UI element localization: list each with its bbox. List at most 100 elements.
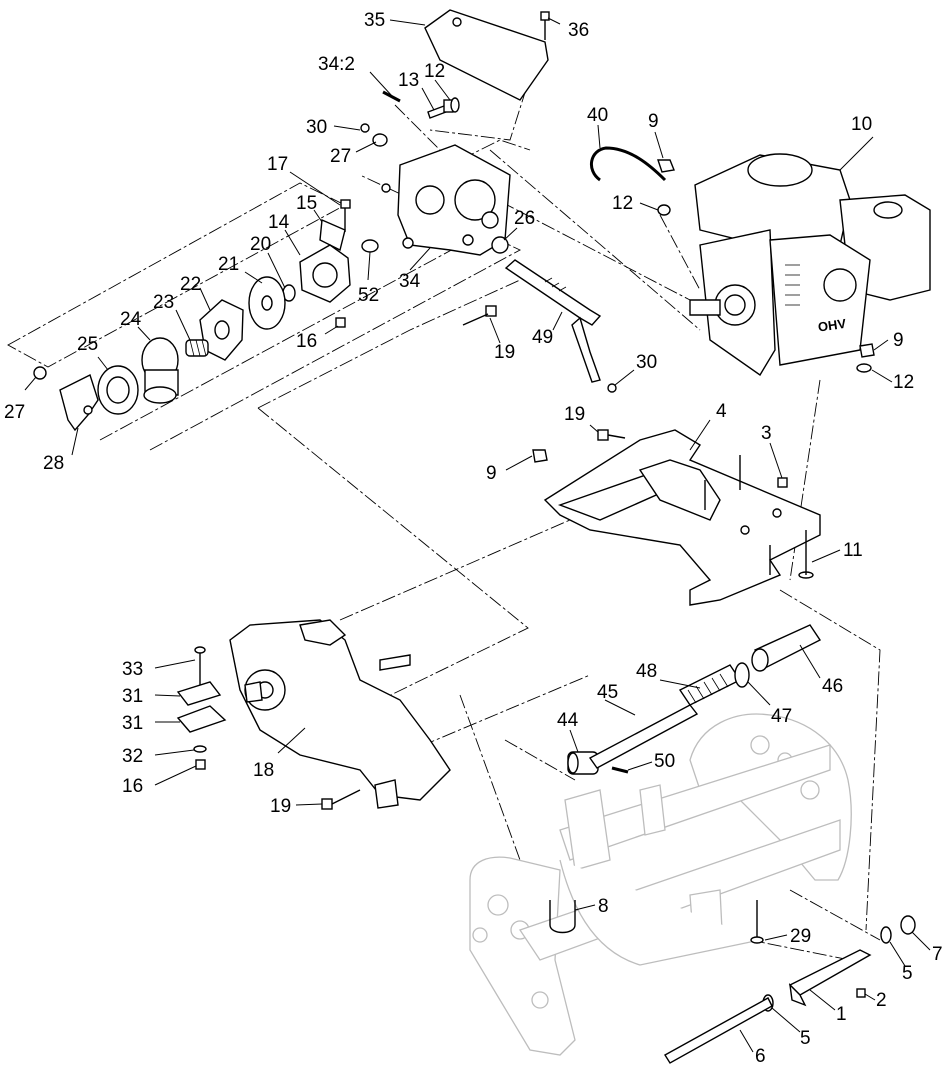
bolt-19b [597, 429, 626, 441]
bushing-27b [33, 366, 47, 380]
pin-50 [611, 766, 629, 774]
axle-rod-6 [664, 997, 773, 1064]
callout-27-top: 27 [330, 146, 351, 167]
callout-7: 7 [932, 944, 943, 965]
callout-29: 29 [790, 926, 811, 947]
callout-47: 47 [771, 706, 792, 727]
bolt-29 [750, 900, 764, 944]
bolt-11 [798, 530, 814, 579]
callout-14: 14 [268, 212, 290, 233]
callout-4: 4 [716, 401, 727, 422]
callout-33: 33 [122, 659, 143, 680]
callout-10: 10 [851, 114, 872, 135]
spring-48 [678, 664, 742, 706]
bolt-13 [427, 99, 454, 119]
callout-20: 20 [250, 234, 271, 255]
callout-19-bottom: 19 [270, 796, 291, 817]
callout-50: 50 [654, 751, 675, 772]
washer-32 [193, 745, 207, 753]
callout-12-right: 12 [893, 372, 914, 393]
nut-16b [195, 759, 206, 770]
fork-28 [59, 374, 99, 432]
bracket-31a [176, 681, 222, 706]
bushing-26 [491, 236, 509, 254]
callout-32: 32 [122, 746, 143, 767]
bolt-33 [194, 646, 206, 688]
callout-21: 21 [218, 254, 239, 275]
clutch-hub-14 [299, 244, 351, 303]
callout-11: 11 [843, 540, 863, 561]
callout-35: 35 [364, 10, 385, 31]
callout-5-right: 5 [902, 963, 913, 984]
engine-logo-text: OHV [817, 316, 847, 335]
callout-2: 2 [876, 990, 887, 1011]
engine-mount-plate [543, 429, 821, 606]
callout-1: 1 [836, 1004, 847, 1025]
pivot-15 [319, 218, 346, 252]
callout-31-top: 31 [122, 686, 143, 707]
callout-3: 3 [761, 423, 772, 444]
spring-23 [185, 339, 209, 357]
nut-9a [657, 159, 675, 173]
screw-36 [540, 11, 550, 40]
callout-16-bottom: 16 [122, 776, 143, 797]
callout-leaders [24, 17, 931, 1053]
callout-22: 22 [180, 274, 201, 295]
clip-30a [360, 123, 370, 133]
callout-34: 34 [399, 271, 421, 292]
nut-7 [900, 915, 916, 935]
bracket-31b [176, 705, 227, 733]
cover-plate [424, 9, 549, 101]
clip-30b [607, 383, 617, 393]
callout-44: 44 [557, 710, 579, 731]
callout-40: 40 [587, 105, 608, 126]
callout-26: 26 [514, 208, 535, 229]
shaft-45 [588, 704, 699, 769]
callout-23: 23 [153, 292, 174, 313]
lever-49 [504, 259, 602, 383]
pin-34 [382, 90, 401, 103]
engine-10: OHV [689, 153, 931, 377]
callout-24: 24 [120, 309, 142, 330]
nut-16a [335, 317, 346, 328]
pulley-24 [141, 337, 179, 404]
washer-5a [880, 926, 892, 944]
bearing-25 [97, 365, 139, 415]
washer-12b [657, 204, 671, 216]
callout-30-right: 30 [636, 352, 657, 373]
bolt-19a [462, 305, 497, 326]
callout-52: 52 [358, 285, 379, 306]
callout-5-bottom: 5 [800, 1028, 811, 1049]
bracket-1 [788, 949, 872, 1007]
callout-15: 15 [296, 193, 317, 214]
callout-13: 13 [398, 70, 419, 91]
callout-28: 28 [43, 453, 64, 474]
nut-2 [856, 988, 866, 998]
clutch-housing [381, 144, 511, 256]
callout-34-2: 34:2 [318, 54, 355, 75]
tube-46 [751, 624, 822, 672]
callout-31-bottom: 31 [122, 713, 143, 734]
bolt-17 [340, 199, 351, 232]
nut-9b [859, 343, 875, 358]
callout-9-top: 9 [648, 111, 659, 132]
callout-49: 49 [532, 327, 553, 348]
washer-12a [450, 97, 460, 113]
nut-3 [777, 477, 788, 488]
callout-16-top: 16 [296, 331, 317, 352]
callout-labels: 35 36 34:2 13 12 30 27 17 15 14 20 21 22… [4, 10, 943, 1067]
callout-9-plate: 9 [486, 463, 497, 484]
callout-19-plate: 19 [564, 404, 585, 425]
bolt-19c [321, 789, 361, 810]
callout-17: 17 [267, 154, 288, 175]
disc-21 [248, 276, 286, 330]
callout-30-top: 30 [306, 117, 327, 138]
callout-6: 6 [755, 1046, 766, 1067]
callout-9-right: 9 [893, 330, 904, 351]
gearbox-18 [229, 619, 451, 809]
callout-19-mid: 19 [494, 342, 515, 363]
washer-12c [856, 363, 872, 373]
callout-46: 46 [822, 676, 843, 697]
